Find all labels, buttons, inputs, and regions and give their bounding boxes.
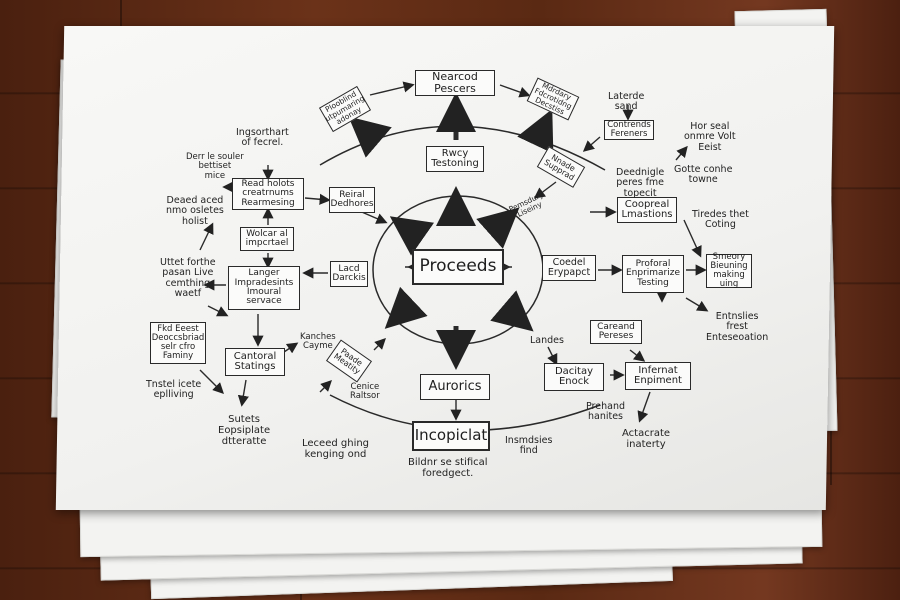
node-reiral: Reiral Dedhores: [329, 187, 375, 213]
radial-arrow: [517, 108, 554, 154]
node-read-holds: Read holots creatrnums Rearmesing: [232, 178, 304, 210]
connector-arrow: [369, 81, 415, 96]
node-contrends: Contrends Fereners: [604, 120, 654, 140]
note: Deaed aced nmo osletes holist: [166, 195, 224, 227]
note: Tnstel icete eplliving: [146, 379, 202, 401]
node-testing: Rwcy Testoning: [426, 146, 484, 172]
note: Bildnr se stifical foredgect.: [408, 457, 488, 479]
radial-arrow: [490, 290, 534, 332]
node-incopiciat: Incopiclat: [412, 421, 490, 451]
note: Uttet forthe pasan Live cemthing waetf: [160, 257, 216, 300]
connector-arrow: [683, 219, 702, 258]
note: Sutets Eopsiplate dtteratte: [218, 414, 271, 447]
connector-arrow: [199, 222, 214, 251]
note: Deednigle peres fme topecit: [616, 167, 665, 199]
note: Landes: [530, 335, 564, 346]
note: Hor seal onmre Volt Eeist: [684, 121, 736, 153]
note: Cenice Raltsor: [350, 382, 380, 402]
node-aurorics: Aurorics: [420, 374, 490, 400]
radial-arrow: [384, 286, 428, 329]
node-infernat: Infernat Enpiment: [625, 362, 691, 390]
connector-arrow: [283, 342, 299, 354]
connector-arrow: [547, 346, 558, 366]
node-top: Nearcod Pescers: [415, 70, 495, 96]
connector-arrow: [304, 193, 331, 205]
connector-arrow: [237, 379, 249, 407]
connector-arrow: [373, 338, 386, 351]
radial-arrow: [389, 216, 435, 256]
node-careand: Careand Pereses: [590, 320, 642, 344]
note: Insmdsies find: [505, 435, 553, 457]
node-proforal: Proforal Enprimarize Testing: [622, 255, 684, 293]
node-smeory: Smeory Bieuning making uing: [706, 253, 752, 288]
radial-arrow: [476, 207, 520, 249]
floor-seam: [830, 385, 832, 485]
connector-arrow: [199, 369, 224, 394]
node-wolcar: Wolcar al impcrtael: [240, 227, 294, 251]
connector-arrow: [685, 297, 709, 312]
connector-arrow: [637, 391, 651, 423]
connector-arrow: [207, 305, 229, 317]
note: Kanches Cayme: [300, 332, 336, 352]
connector-arrow: [675, 145, 688, 161]
note: Ingsorthart of fecrel.: [236, 127, 289, 149]
connector-arrow: [629, 349, 646, 362]
radial-arrow: [348, 116, 392, 158]
note: Laterde sand: [608, 91, 645, 113]
node-lacd: Lacd Darckis: [330, 261, 368, 287]
note: Derr le souler bettiset mice: [186, 152, 244, 181]
node-coopreal: Coopreal Lmastions: [617, 197, 677, 223]
node-fkd: Fkd Eeest Deoccsbriad selr cfro Faminy: [150, 322, 206, 364]
note: Gotte conhe towne: [674, 164, 733, 186]
note: Tiredes thet Coting: [692, 209, 749, 231]
connector-arrow: [499, 84, 531, 98]
note: Leceed ghing kenging ond: [302, 438, 370, 460]
connector-arrow: [533, 181, 557, 199]
node-dacitay: Dacitay Enock: [544, 363, 604, 391]
node-coedel: Coedel Erypapct: [542, 255, 596, 281]
node-langer: Langer Impradesints Imoural servace: [228, 266, 300, 310]
node-center: Proceeds: [412, 249, 504, 285]
node-cantoral: Cantoral Statings: [225, 348, 285, 376]
note: Prehand hanites: [586, 401, 625, 423]
note: Entnslies frest Enteseoation: [706, 311, 769, 343]
connector-arrow: [319, 380, 332, 393]
connector-arrow: [582, 136, 601, 152]
note: Actacrate inaterty: [622, 428, 671, 450]
